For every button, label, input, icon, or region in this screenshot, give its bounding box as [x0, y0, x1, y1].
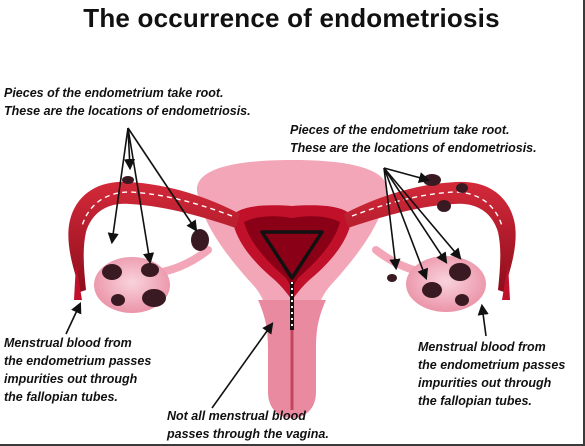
label-bottom-left: Menstrual blood from the endometrium pas… [4, 334, 151, 406]
label-line: Pieces of the endometrium take root. [290, 123, 510, 137]
pointer-arrows-top-left [107, 127, 198, 265]
label-top-right: Pieces of the endometrium take root. The… [290, 121, 537, 157]
label-line: the endometrium passes [418, 358, 566, 372]
label-line: passes through the vagina. [167, 427, 329, 441]
right-lesions [387, 174, 471, 306]
pointer-arrows-top-right [383, 167, 462, 281]
label-line: These are the locations of endometriosis… [290, 141, 537, 155]
pointer-arrow-bottom-center [211, 322, 274, 409]
left-fallopian-tube [68, 181, 241, 292]
right-fallopian-tube [344, 181, 516, 292]
pointer-arrow-bottom-left [65, 301, 82, 335]
pointer-arrow-bottom-right [477, 303, 489, 337]
label-line: These are the locations of endometriosis… [4, 104, 251, 118]
label-line: Pieces of the endometrium take root. [4, 86, 224, 100]
label-line: the fallopian tubes. [418, 394, 532, 408]
label-line: the endometrium passes [4, 354, 152, 368]
label-line: impurities out through [418, 376, 552, 390]
label-bottom-center: Not all menstrual blood passes through t… [167, 407, 329, 443]
label-bottom-right: Menstrual blood from the endometrium pas… [418, 338, 565, 410]
page-title: The occurrence of endometriosis [83, 3, 500, 33]
label-top-left: Pieces of the endometrium take root. The… [4, 84, 251, 120]
label-line: impurities out through [4, 372, 138, 386]
label-line: the fallopian tubes. [4, 390, 118, 404]
right-ovary [406, 256, 486, 312]
left-lesions [102, 176, 209, 307]
label-line: Menstrual blood from [4, 336, 132, 350]
label-line: Not all menstrual blood [167, 409, 306, 423]
uterine-cavity [260, 230, 324, 280]
label-line: Menstrual blood from [418, 340, 546, 354]
